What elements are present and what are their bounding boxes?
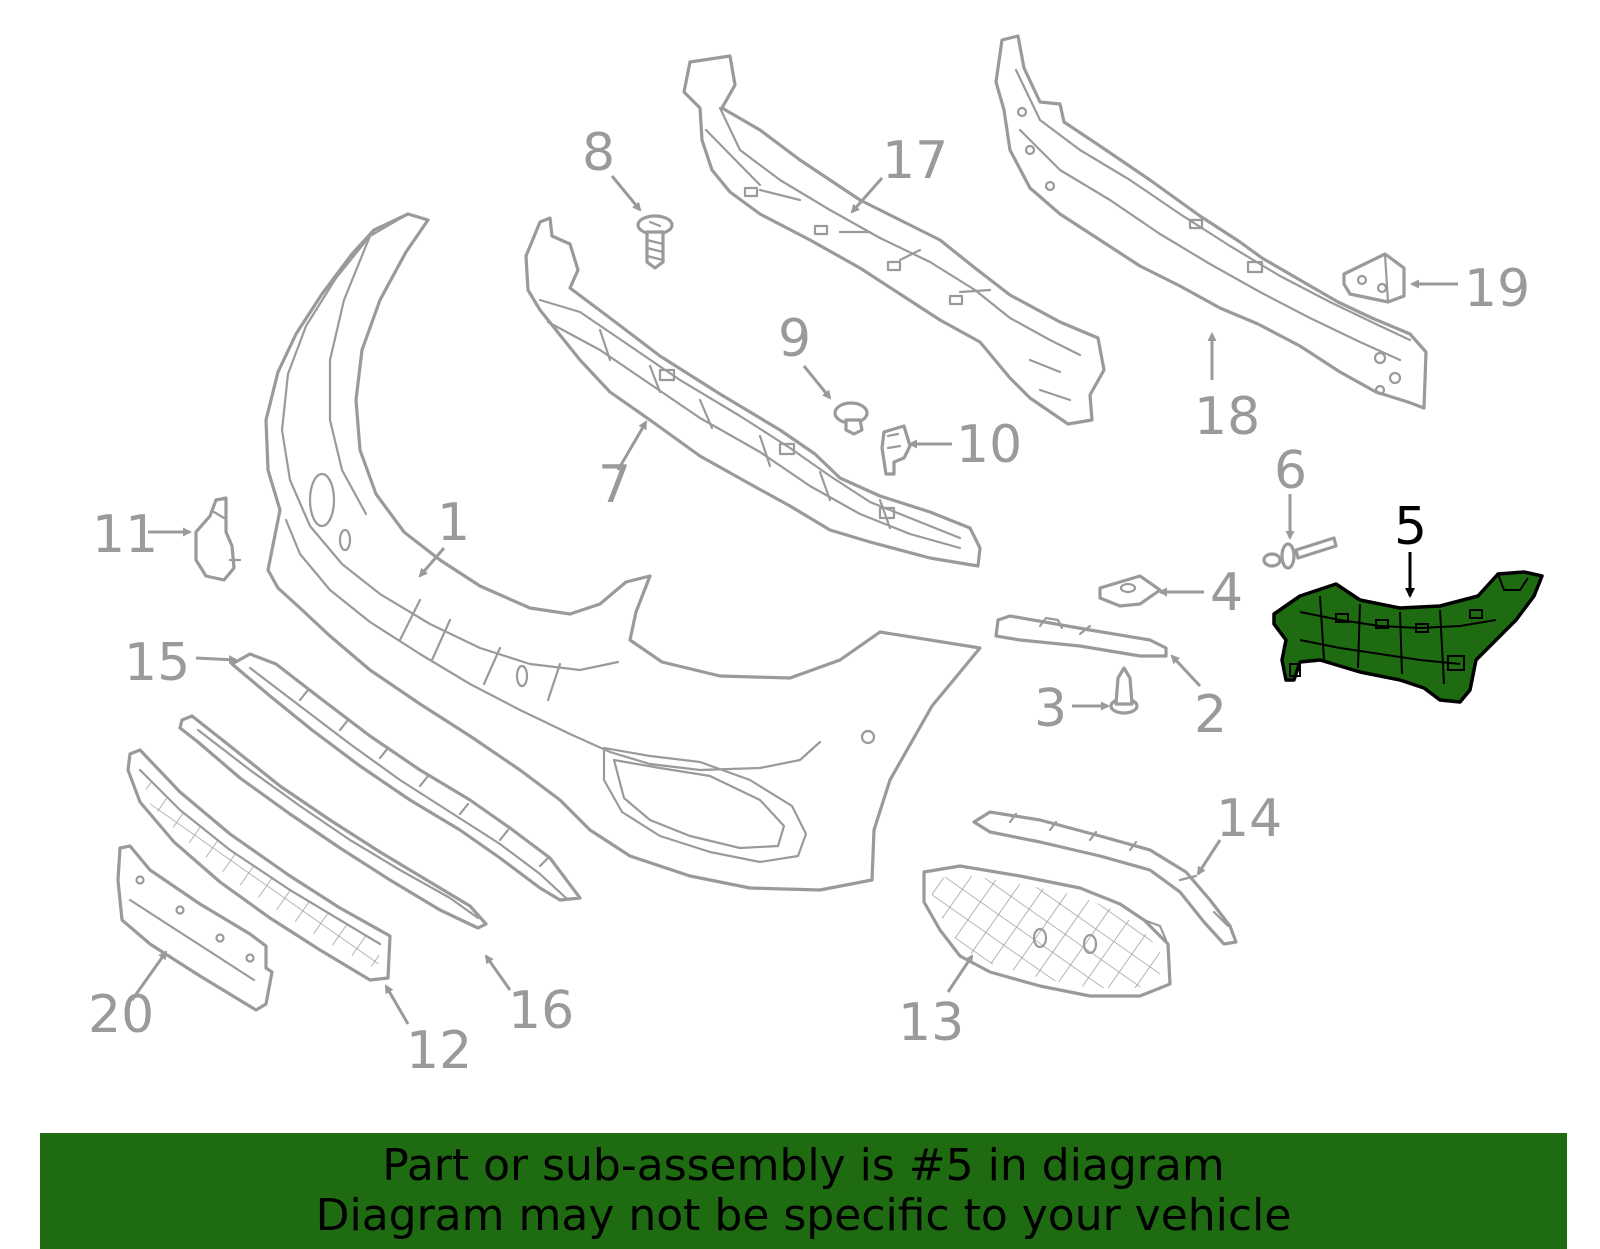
callout-1: 1 <box>437 493 470 553</box>
callout-2: 2 <box>1194 685 1227 745</box>
part-3-pin[interactable] <box>1109 666 1139 715</box>
callout-12: 12 <box>406 1021 472 1081</box>
part-7-support[interactable] <box>524 216 982 568</box>
callout-9: 9 <box>778 309 811 369</box>
callout-6: 6 <box>1274 441 1307 501</box>
part-13-fog-grille[interactable] <box>922 864 1172 998</box>
part-17-absorber[interactable] <box>682 54 1106 426</box>
part-5-bracket-highlighted[interactable] <box>1272 570 1544 704</box>
callout-7: 7 <box>598 455 631 515</box>
part-9-clip[interactable] <box>833 401 869 436</box>
part-19-bracket[interactable] <box>1342 252 1406 304</box>
part-4-retainer[interactable] <box>1098 574 1162 608</box>
part-16-trim[interactable] <box>178 714 488 930</box>
callout-16: 16 <box>508 981 574 1041</box>
callout-3: 3 <box>1034 679 1067 739</box>
callout-20: 20 <box>88 985 154 1045</box>
part-15-trim[interactable] <box>230 652 582 902</box>
part-20-license-bracket[interactable] <box>116 844 274 1012</box>
part-1-bumper-cover[interactable] <box>264 212 982 892</box>
banner-line-1: Part or sub-assembly is #5 in diagram <box>382 1140 1225 1191</box>
part-11-marker[interactable] <box>194 496 242 582</box>
banner-line-2: Diagram may not be specific to your vehi… <box>315 1190 1292 1241</box>
part-12-grille[interactable] <box>126 748 392 982</box>
callout-8: 8 <box>582 123 615 183</box>
part-8-screw[interactable] <box>636 214 674 270</box>
callout-19: 19 <box>1464 259 1530 319</box>
callout-14: 14 <box>1216 789 1282 849</box>
part-6-rivet[interactable] <box>1262 536 1338 570</box>
callout-4: 4 <box>1210 563 1243 623</box>
callout-numbers: 1 2 3 4 5 6 7 8 9 10 11 12 13 14 15 16 1… <box>88 123 1530 1081</box>
callout-17: 17 <box>882 131 948 191</box>
callout-5: 5 <box>1394 497 1427 557</box>
info-banner: Part or sub-assembly is #5 in diagram Di… <box>40 1133 1567 1249</box>
callout-13: 13 <box>898 993 964 1053</box>
part-14-trim[interactable] <box>972 810 1238 946</box>
callout-10: 10 <box>956 415 1022 475</box>
callout-18: 18 <box>1194 387 1260 447</box>
part-18-reinforcement[interactable] <box>994 34 1428 410</box>
part-10-bracket[interactable] <box>880 424 912 476</box>
callout-15: 15 <box>124 633 190 693</box>
part-2-guide[interactable] <box>994 614 1168 658</box>
leader-lines <box>130 175 1458 1025</box>
callout-11: 11 <box>92 505 158 565</box>
